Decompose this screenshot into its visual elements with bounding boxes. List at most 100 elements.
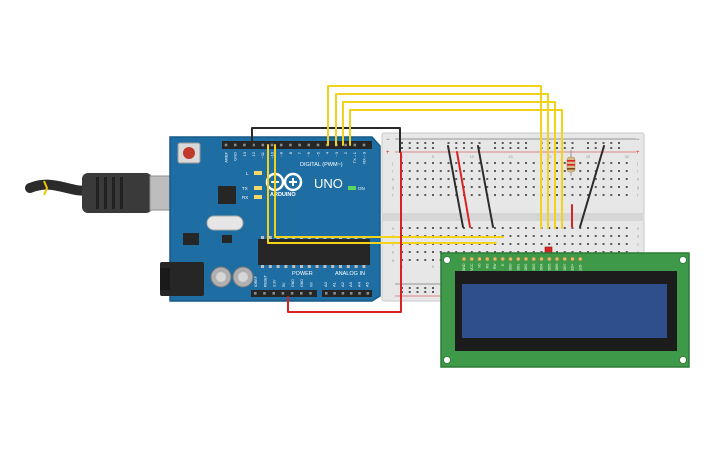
analog-pin-hole[interactable] — [341, 292, 345, 295]
rail-hole[interactable] — [416, 287, 419, 289]
breadboard-hole[interactable] — [594, 251, 597, 253]
breadboard-hole[interactable] — [509, 162, 512, 164]
breadboard-hole[interactable] — [594, 235, 597, 237]
breadboard-hole[interactable] — [594, 162, 597, 164]
breadboard-hole[interactable] — [424, 186, 427, 188]
breadboard-hole[interactable] — [587, 162, 589, 164]
breadboard-hole[interactable] — [408, 251, 411, 253]
breadboard-hole[interactable] — [486, 178, 489, 180]
rail-hole[interactable] — [401, 142, 403, 144]
breadboard-hole[interactable] — [509, 251, 512, 253]
breadboard-hole[interactable] — [432, 178, 434, 180]
digital-pin-hole[interactable] — [243, 143, 246, 147]
breadboard-hole[interactable] — [532, 178, 535, 180]
breadboard-hole[interactable] — [517, 178, 520, 180]
breadboard-hole[interactable] — [579, 162, 582, 164]
breadboard-hole[interactable] — [563, 186, 566, 188]
breadboard-hole[interactable] — [447, 162, 450, 164]
breadboard-hole[interactable] — [463, 178, 465, 180]
rail-hole[interactable] — [478, 142, 481, 144]
breadboard-hole[interactable] — [563, 162, 566, 164]
breadboard-hole[interactable] — [556, 194, 558, 196]
breadboard-hole[interactable] — [587, 178, 589, 180]
breadboard-hole[interactable] — [610, 178, 613, 180]
breadboard-hole[interactable] — [548, 162, 551, 164]
breadboard-hole[interactable] — [571, 251, 574, 253]
breadboard-hole[interactable] — [517, 186, 520, 188]
dc-power-jack[interactable] — [160, 262, 204, 296]
breadboard-hole[interactable] — [525, 251, 527, 253]
breadboard-hole[interactable] — [509, 194, 512, 196]
breadboard-hole[interactable] — [556, 235, 558, 237]
breadboard-hole[interactable] — [625, 178, 628, 180]
breadboard-hole[interactable] — [408, 162, 411, 164]
rail-hole[interactable] — [470, 142, 473, 144]
rail-hole[interactable] — [563, 142, 566, 144]
breadboard-hole[interactable] — [625, 194, 628, 196]
breadboard-hole[interactable] — [439, 194, 442, 196]
breadboard-hole[interactable] — [486, 170, 489, 172]
breadboard-hole[interactable] — [579, 251, 582, 253]
breadboard-hole[interactable] — [610, 194, 613, 196]
wire-yellow-1[interactable] — [327, 85, 542, 229]
breadboard-hole[interactable] — [525, 162, 527, 164]
breadboard-hole[interactable] — [478, 251, 481, 253]
breadboard-hole[interactable] — [618, 235, 620, 237]
digital-pin-hole[interactable] — [298, 143, 301, 147]
breadboard-hole[interactable] — [439, 178, 442, 180]
resistor[interactable] — [566, 150, 576, 176]
rail-hole[interactable] — [455, 142, 458, 144]
lcd-pin[interactable] — [578, 256, 583, 262]
rail-hole[interactable] — [563, 147, 566, 149]
lcd-pin[interactable] — [554, 256, 560, 262]
breadboard-hole[interactable] — [587, 243, 589, 245]
breadboard-hole[interactable] — [548, 178, 551, 180]
power-pin-hole[interactable] — [281, 292, 285, 295]
digital-pin-hole[interactable] — [261, 143, 265, 147]
breadboard-hole[interactable] — [556, 178, 558, 180]
breadboard-hole[interactable] — [408, 186, 411, 188]
breadboard-hole[interactable] — [486, 251, 489, 253]
breadboard-hole[interactable] — [618, 251, 620, 253]
breadboard-hole[interactable] — [501, 194, 504, 196]
breadboard-hole[interactable] — [556, 227, 558, 229]
breadboard-hole[interactable] — [501, 186, 504, 188]
rail-hole[interactable] — [447, 142, 450, 144]
breadboard-hole[interactable] — [610, 243, 613, 245]
rail-hole[interactable] — [602, 142, 605, 144]
rail-hole[interactable] — [556, 147, 558, 149]
lcd-pin[interactable] — [547, 256, 552, 262]
breadboard-hole[interactable] — [494, 162, 496, 164]
breadboard-hole[interactable] — [532, 235, 535, 237]
breadboard-hole[interactable] — [408, 178, 411, 180]
breadboard-hole[interactable] — [556, 162, 558, 164]
rail-hole[interactable] — [517, 142, 520, 144]
wire-yellow-2[interactable] — [335, 93, 549, 229]
breadboard-hole[interactable] — [439, 170, 442, 172]
breadboard-hole[interactable] — [532, 251, 535, 253]
breadboard-hole[interactable] — [408, 227, 411, 229]
breadboard-hole[interactable] — [540, 235, 543, 237]
breadboard-hole[interactable] — [432, 227, 434, 229]
breadboard-hole[interactable] — [455, 251, 458, 253]
rail-hole[interactable] — [416, 291, 419, 293]
wire-black-3[interactable] — [579, 145, 605, 228]
digital-pin-hole[interactable] — [224, 143, 228, 147]
lcd-pin[interactable] — [500, 256, 505, 262]
breadboard-hole[interactable] — [602, 186, 605, 188]
breadboard-hole[interactable] — [509, 186, 512, 188]
breadboard-hole[interactable] — [556, 251, 558, 253]
breadboard-hole[interactable] — [587, 170, 589, 172]
breadboard-hole[interactable] — [602, 178, 605, 180]
rail-hole[interactable] — [571, 147, 574, 149]
wire-yellow-4[interactable] — [349, 109, 563, 229]
breadboard-hole[interactable] — [494, 170, 496, 172]
breadboard-hole[interactable] — [587, 227, 589, 229]
breadboard-hole[interactable] — [602, 162, 605, 164]
breadboard-hole[interactable] — [478, 178, 481, 180]
breadboard-hole[interactable] — [517, 251, 520, 253]
breadboard-hole[interactable] — [432, 170, 434, 172]
breadboard-hole[interactable] — [610, 170, 613, 172]
analog-pin-hole[interactable] — [333, 292, 336, 295]
